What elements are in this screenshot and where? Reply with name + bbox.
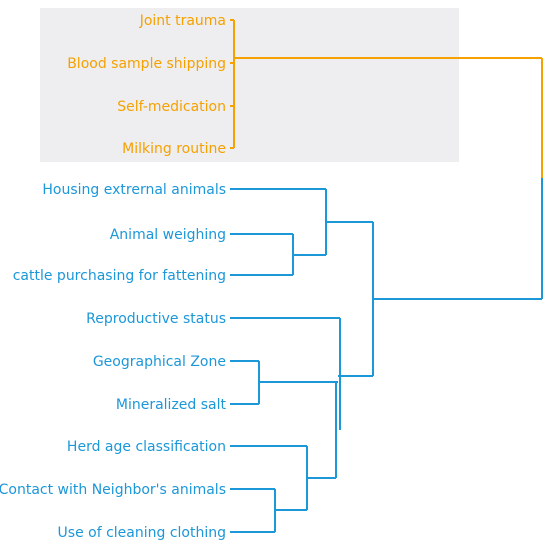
- orange-cluster-labels: Joint trauma Blood sample shipping Self-…: [67, 13, 226, 157]
- orange-cluster-branches: [230, 19, 543, 178]
- leaf-label-use-of-cleaning-clothing: Use of cleaning clothing: [58, 525, 226, 541]
- leaf-label-housing-external-animals: Housing extrernal animals: [42, 182, 226, 198]
- leaf-label-cattle-purchasing: cattle purchasing for fattening: [13, 268, 226, 284]
- leaf-label-milking-routine: Milking routine: [122, 141, 226, 157]
- leaf-label-animal-weighing: Animal weighing: [110, 227, 226, 243]
- leaf-label-mineralized-salt: Mineralized salt: [116, 397, 227, 413]
- leaf-label-herd-age-classification: Herd age classification: [67, 439, 226, 455]
- blue-cluster-branches: [230, 178, 543, 533]
- leaf-label-reproductive-status: Reproductive status: [86, 311, 226, 327]
- leaf-label-contact-with-neighbors-animals: Contact with Neighbor's animals: [0, 482, 226, 498]
- leaf-label-joint-trauma: Joint trauma: [139, 13, 226, 29]
- highlighted-cluster-background: [40, 8, 459, 162]
- leaf-label-self-medication: Self-medication: [117, 99, 226, 115]
- blue-cluster-labels: Housing extrernal animals Animal weighin…: [0, 182, 227, 541]
- leaf-label-blood-sample-shipping: Blood sample shipping: [67, 56, 226, 72]
- leaf-label-geographical-zone: Geographical Zone: [93, 354, 226, 370]
